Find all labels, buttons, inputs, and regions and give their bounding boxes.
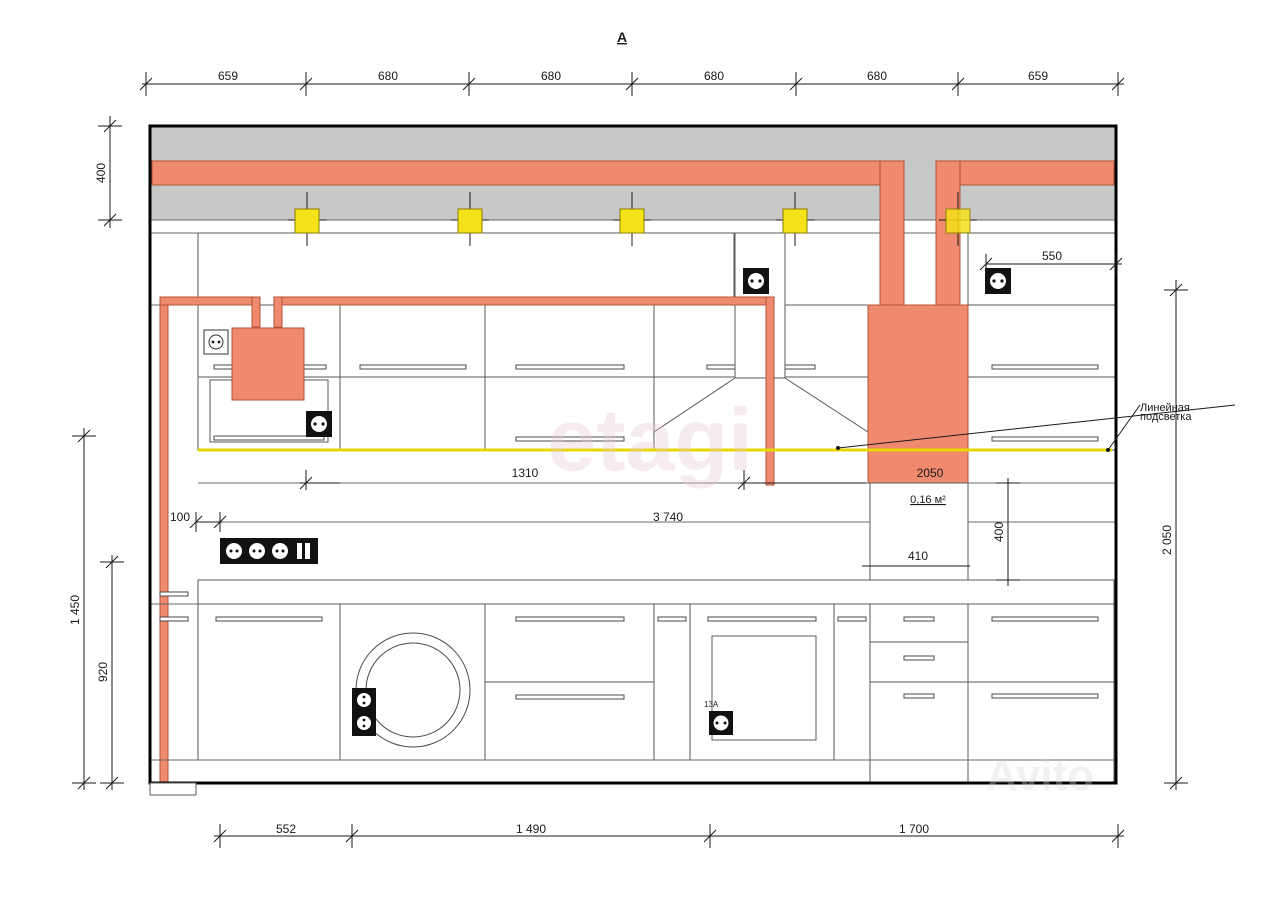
dim-total-height: 2 050 — [1160, 525, 1174, 555]
led-label-line2: подсветка — [1140, 411, 1192, 423]
bottom-dimension-chain: 552 1 490 1 700 — [213, 822, 1125, 848]
top-dimension-chain: 659 680 680 680 680 659 — [139, 69, 1125, 96]
ventilation-duct — [151, 160, 1115, 308]
power-socket-icon — [709, 711, 733, 735]
washing-machine — [355, 632, 471, 748]
right-dimension-chain: 2 050 — [1160, 280, 1188, 790]
dim-counter-height: 1 450 — [68, 595, 82, 625]
left-dimension-chains: 400 1 450 920 — [68, 116, 124, 790]
dim-sink-zone: 1310 — [512, 466, 539, 480]
top-dim-6: 659 — [1028, 69, 1048, 83]
power-socket-icon — [985, 268, 1011, 294]
bottom-dim-1: 552 — [276, 822, 296, 836]
dim-ceiling: 400 — [94, 163, 108, 183]
power-socket-icon — [203, 329, 229, 355]
led-annotation: Линейная подсветка — [836, 402, 1236, 452]
bottom-dim-3: 1 700 — [899, 822, 929, 836]
top-dim-4: 680 — [704, 69, 724, 83]
right-socket-dimension: 550 — [979, 249, 1123, 276]
dim-hood-width: 410 — [908, 549, 928, 563]
wall-frame — [148, 124, 1118, 785]
dim-start-offset: 100 — [170, 510, 190, 524]
ceiling-lamp-icon — [451, 192, 489, 246]
top-dim-5: 680 — [867, 69, 887, 83]
power-socket-icon — [357, 693, 371, 707]
power-socket-icon — [226, 543, 242, 559]
ceiling-lamp-icon — [288, 192, 326, 246]
ceiling-lamps — [288, 192, 977, 246]
power-socket-icon — [743, 268, 769, 294]
power-socket-icon — [249, 543, 265, 559]
bottom-dim-2: 1 490 — [516, 822, 546, 836]
power-socket-icon — [272, 543, 288, 559]
plinth-left — [149, 782, 197, 796]
power-socket-icon — [306, 411, 332, 437]
watermark-etagi: etagi — [547, 390, 752, 489]
hood-area-label: 0,16 м² — [910, 494, 946, 506]
vent-box — [867, 304, 969, 484]
switch-icon — [297, 543, 310, 559]
drawing-title: А — [617, 29, 627, 45]
led-label-line1: Линейная — [1140, 402, 1190, 414]
countertop — [197, 579, 1115, 605]
top-dim-3: 680 — [541, 69, 561, 83]
ceiling-lamp-icon — [776, 192, 814, 246]
watermark-avito: Avito — [986, 751, 1094, 800]
ceiling-lamp-icon — [613, 192, 651, 246]
dim-socket-offset: 550 — [1042, 249, 1062, 263]
top-dim-2: 680 — [378, 69, 398, 83]
inner-dimensions: 1310 2050 100 3 740 0,16 м² 410 400 — [170, 466, 1020, 586]
socket-rating-label: 13A — [704, 700, 719, 709]
base-cabinets — [150, 591, 1116, 783]
top-dim-1: 659 — [218, 69, 238, 83]
ceiling-lamp-icon — [939, 192, 977, 246]
socket-block — [220, 538, 318, 564]
dim-base-height: 920 — [96, 662, 110, 682]
dim-total-length: 3 740 — [653, 510, 683, 524]
dim-hood-zone: 2050 — [917, 466, 944, 480]
power-socket-icon — [357, 716, 371, 730]
socket-pair — [352, 688, 376, 736]
dim-hood-height: 400 — [992, 522, 1006, 542]
